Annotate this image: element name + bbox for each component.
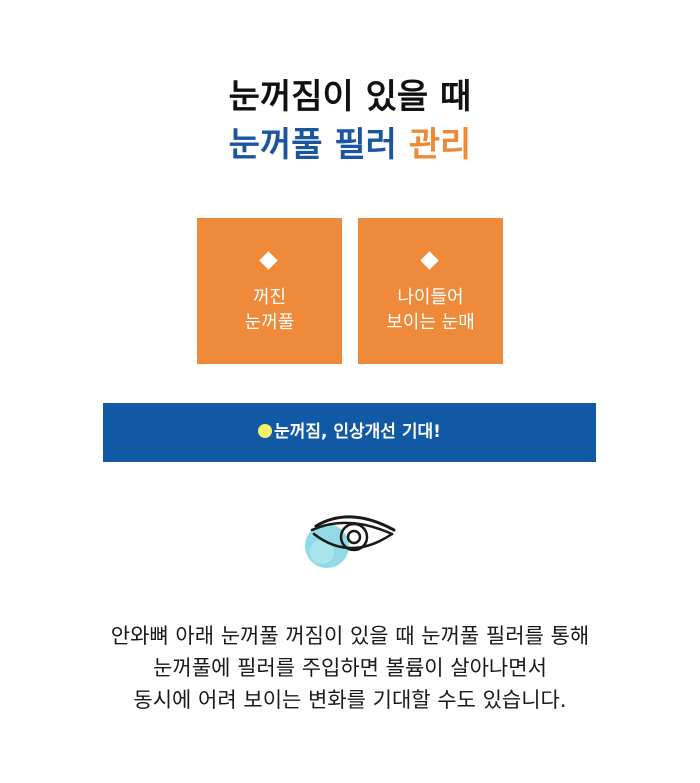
card-line: 눈꺼풀 [244,312,295,333]
description: 안와뼈 아래 눈꺼풀 꺼짐이 있을 때 눈꺼풀 필러를 통해 눈꺼풀에 필러를 … [0,620,700,716]
diamond-icon [420,251,439,270]
card-aged-eyes: 나이들어 보이는 눈매 [358,218,503,364]
card-line: 보이는 눈매 [386,312,475,333]
eye-icon [305,515,396,568]
card-line: 나이들어 [397,287,464,308]
card-text: 나이들어 보이는 눈매 [358,285,503,335]
description-line: 눈꺼풀에 필러를 주입하면 볼륨이 살아나면서 [153,656,547,680]
subtitle-orange-text: 관리 [408,125,472,165]
result-banner: 눈꺼짐, 인상개선 기대! [103,403,596,462]
page-subtitle: 눈꺼풀 필러 관리 [0,125,700,165]
description-line: 동시에 어려 보이는 변화를 기대할 수도 있습니다. [133,688,567,712]
yellow-dot-icon [258,424,273,438]
description-line: 안와뼈 아래 눈꺼풀 꺼짐이 있을 때 눈꺼풀 필러를 통해 [110,624,590,648]
watercolor-blob [310,540,334,564]
subtitle-blue-text: 눈꺼풀 필러 [228,125,397,165]
card-line: 꺼진 [252,287,287,308]
page-title: 눈꺼짐이 있을 때 [228,77,472,117]
banner-text: 눈꺼짐, 인상개선 기대! [274,422,441,442]
card-sunken-eyelid: 꺼진 눈꺼풀 [197,218,342,364]
diamond-icon [259,251,278,270]
card-text: 꺼진 눈꺼풀 [197,285,342,335]
